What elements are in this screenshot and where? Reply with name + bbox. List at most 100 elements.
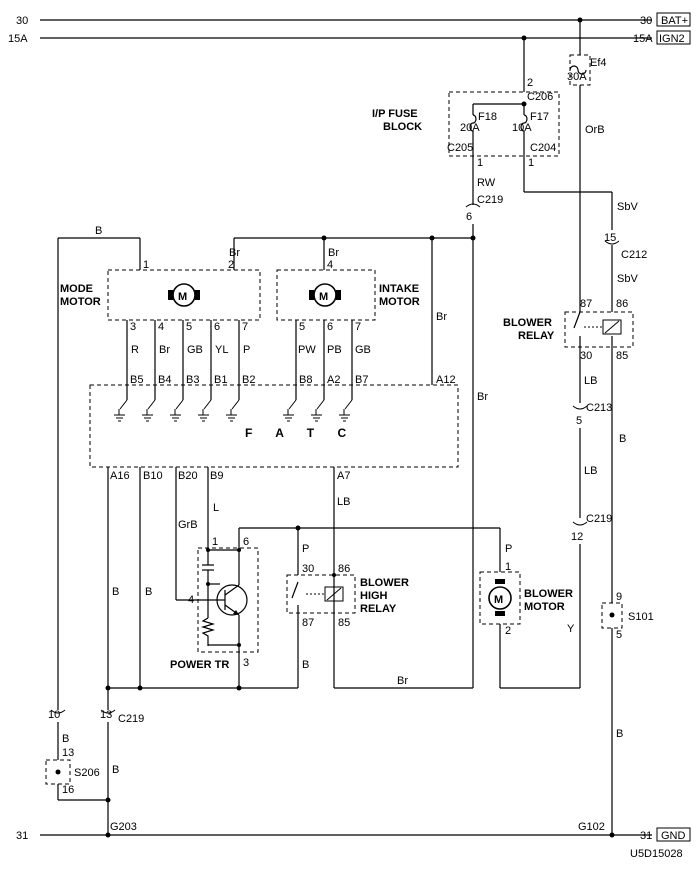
orb-wire: OrB (585, 124, 605, 136)
l-wire: L (213, 502, 219, 514)
mode-pin-1: 1 (143, 259, 149, 271)
ef4-label: Ef4 (590, 57, 607, 69)
mode-pin-5: 5 (186, 321, 192, 333)
c204-pin: 1 (528, 157, 534, 169)
blower-relay-label-1: BLOWER (503, 317, 552, 329)
c204-label: C204 (530, 142, 556, 154)
c212-pin: 15 (604, 232, 616, 244)
wire-p: P (243, 344, 250, 356)
bm-label-2: MOTOR (524, 601, 565, 613)
b-s101-wire: B (616, 728, 623, 740)
hr-label-3: RELAY (360, 603, 397, 615)
sbv-wire: SbV 15 C212 SbV (523, 158, 647, 312)
mode-motor: B 1 2 MODE MOTOR M (57, 225, 261, 710)
intake-motor-label-2: MOTOR (379, 296, 420, 308)
blower-motor-symbol: M (494, 594, 503, 606)
s101-pin-9: 9 (616, 591, 622, 603)
rail-15a-right-label: 15A (633, 33, 653, 45)
br-a12: Br (436, 311, 447, 323)
p-wire-2: P (505, 543, 512, 555)
blower-high-relay: P 30 86 87 85 BLOWER HIGH RELAY B (286, 528, 409, 688)
fatc-pin-b10: B10 (143, 470, 163, 482)
fatc-pin-b5: B5 (130, 374, 143, 386)
ip-fuse-block: 2 C206 F18 20A F17 10A C205 C204 1 1 I/P… (372, 35, 560, 169)
br-pin-30: 30 (580, 350, 592, 362)
rail-30-right-label: 30 (640, 15, 652, 27)
bm-label-1: BLOWER (524, 588, 573, 600)
c219a-label: C219 (477, 194, 503, 206)
fatc-pin-a12: A12 (436, 374, 456, 386)
f17-rating: 10A (512, 122, 532, 134)
fuse-block-label-1: I/P FUSE (372, 108, 418, 120)
tr-pin-6: 6 (243, 536, 249, 548)
tr-pin-3: 3 (243, 657, 249, 669)
br-pin-86: 86 (616, 298, 628, 310)
bm-pin-2: 2 (505, 625, 511, 637)
rail-31-left-label: 31 (16, 830, 28, 842)
b-s206-right: B (112, 764, 119, 776)
g102-label: G102 (578, 821, 605, 833)
diagram-code: U5D15028 (630, 848, 683, 860)
b-tr-wire: B (302, 659, 309, 671)
lb-a7: LB (337, 496, 350, 508)
rail-30: 30 30 BAT+ (16, 12, 691, 27)
hr-pin-85: 85 (338, 617, 350, 629)
c205-pin: 1 (477, 157, 483, 169)
intake-motor-symbol: M (319, 291, 328, 303)
c212-label: C212 (621, 249, 647, 261)
ign-label: IGN2 (659, 33, 685, 45)
br-top-2: Br (328, 247, 339, 259)
fatc-pin-b3: B3 (186, 374, 199, 386)
b-left-1: B (112, 586, 119, 598)
p-wire-1: P (302, 543, 309, 555)
mode-pin-6: 6 (214, 321, 220, 333)
fuse-block-label-2: BLOCK (383, 121, 422, 133)
br-pin-85: 85 (616, 350, 628, 362)
br-right: Br (477, 391, 488, 403)
intake-pin-4: 4 (327, 259, 333, 271)
s206-label: S206 (74, 767, 100, 779)
b-top-wire: B (95, 225, 102, 237)
wire-pb: PB (327, 344, 342, 356)
fatc-pin-a7: A7 (337, 470, 350, 482)
tr-pin-1: 1 (212, 536, 218, 548)
c219b-label: C219 (586, 513, 612, 525)
fatc-bottom-wires: B B GrB L LB Br (105, 467, 473, 710)
power-tr-label: POWER TR (170, 659, 229, 671)
c219a-pin: 6 (466, 211, 472, 223)
c219c-label: C219 (118, 713, 144, 725)
c213-label: C213 (586, 402, 612, 414)
s206-pin-16: 16 (62, 784, 74, 796)
fatc-pin-b20: B20 (178, 470, 198, 482)
fatc-pin-a16: A16 (110, 470, 130, 482)
bat-label: BAT+ (661, 15, 688, 27)
f17-label: F17 (530, 111, 549, 123)
br-bus: Br Br Br Br (229, 235, 488, 688)
mode-pin-3: 3 (130, 321, 136, 333)
ef4-rating: 30A (567, 71, 587, 83)
motor-wires: 3 4 5 6 7 5 6 7 R Br GB YL P PW PB GB (126, 320, 371, 400)
wire-yl: YL (215, 344, 228, 356)
c205-label: C205 (447, 142, 473, 154)
intake-motor: 4 INTAKE MOTOR M (276, 259, 420, 321)
c213-pin: 5 (576, 415, 582, 427)
g203-label: G203 (110, 821, 137, 833)
s101-label: S101 (628, 611, 654, 623)
y-wire: Y (567, 623, 575, 635)
c206-pin: 2 (527, 77, 533, 89)
rail-31-right-label: 31 (640, 830, 652, 842)
blower-motor: P 1 2 M BLOWER MOTOR (479, 528, 580, 689)
br-top-1: Br (229, 247, 240, 259)
c219c-pin-10: 10 (48, 709, 60, 721)
fatc-pin-b2: B2 (242, 374, 255, 386)
intake-pin-5: 5 (299, 321, 305, 333)
hr-label-2: HIGH (360, 590, 388, 602)
fatc-pin-b7: B7 (355, 374, 368, 386)
mode-motor-label-2: MOTOR (60, 296, 101, 308)
rail-15a: 15A 15A IGN2 (8, 30, 691, 45)
fatc-pin-b4: B4 (158, 374, 171, 386)
fatc-pin-b8: B8 (299, 374, 312, 386)
intake-pin-7: 7 (355, 321, 361, 333)
intake-motor-label-1: INTAKE (379, 283, 419, 295)
